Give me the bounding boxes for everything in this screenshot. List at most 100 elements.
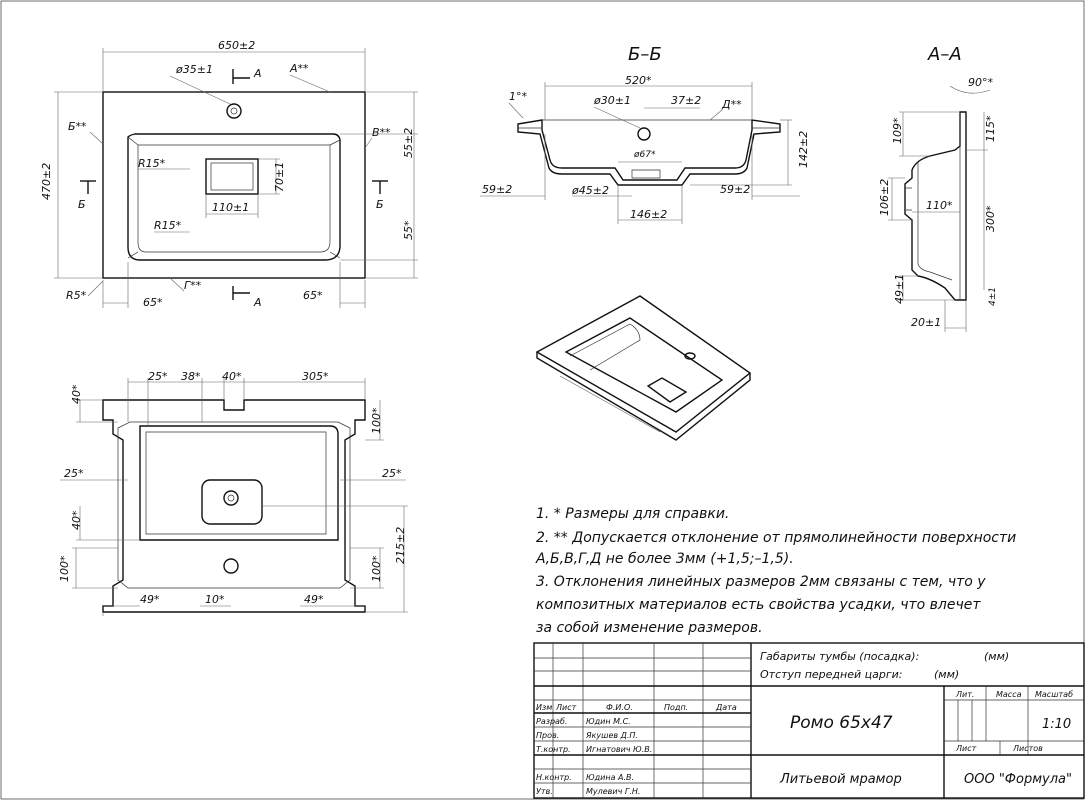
note-line-5: композитных материалов есть свойства уса… xyxy=(536,597,981,613)
bb-width: 520* xyxy=(625,74,652,87)
tb-otstup-unit: (мм) xyxy=(934,668,959,681)
tb-gabarity-unit: (мм) xyxy=(984,650,1009,663)
tb-h-list: Лист xyxy=(555,703,577,712)
section-bb-title: Б–Б xyxy=(628,44,662,65)
section-b-right: Б xyxy=(376,198,384,211)
dim-width: 650±2 xyxy=(218,39,255,52)
bb-angle: 1°* xyxy=(509,90,527,103)
tb-prov-name: Якушев Д.П. xyxy=(585,731,638,740)
bv-d49-right: 49* xyxy=(304,593,324,606)
bv-d25: 25* xyxy=(148,370,168,383)
tb-gabarity: Габариты тумбы (посадка): xyxy=(760,650,919,663)
section-aa-title: А–А xyxy=(927,44,962,65)
bv-d10: 10* xyxy=(205,593,225,606)
section-b-left: Б xyxy=(78,198,86,211)
tb-prov: Пров. xyxy=(536,731,559,740)
r5-label: R5* xyxy=(66,289,87,302)
title-block: Габариты тумбы (посадка): (мм) Отступ пе… xyxy=(533,642,1085,799)
surface-v-label: В** xyxy=(372,126,391,139)
tb-tkontr-name: Игнатович Ю.В. xyxy=(586,745,652,754)
bv-d25-left: 25* xyxy=(64,467,84,480)
aa-angle: 90°* xyxy=(968,76,993,89)
bv-d40-left: 40* xyxy=(70,384,83,404)
tb-razrab: Разраб. xyxy=(536,717,567,726)
dim-left-offset: 65* xyxy=(143,296,163,309)
tb-h-izm: Изм xyxy=(536,703,552,712)
tb-utv-name: Мулевич Г.Н. xyxy=(586,787,640,796)
tb-razrab-name: Юдин М.С. xyxy=(586,717,631,726)
bottom-drain xyxy=(201,479,263,525)
note-line-1: 1. * Размеры для справки. xyxy=(536,506,729,522)
r15-top-label: R15* xyxy=(138,157,166,170)
bv-d40-left2: 40* xyxy=(70,510,83,530)
tb-product: Ромо 65х47 xyxy=(790,713,893,733)
dim-drain-height: 70±1 xyxy=(273,162,286,192)
tb-lit: Лит. xyxy=(955,690,974,699)
top-view-outline xyxy=(102,91,366,279)
section-aa-profile xyxy=(904,111,967,301)
section-aa: А–А 90°* 109* 115* 106±2 110* 300* 49±1 … xyxy=(878,44,998,332)
bb-d67: ø67* xyxy=(633,150,656,160)
tb-h-fio: Ф.И.О. xyxy=(606,703,633,712)
aa-h115: 115* xyxy=(984,115,997,142)
dim-right-offset: 65* xyxy=(303,289,323,302)
note-line-2: 2. ** Допускается отклонение от прямолин… xyxy=(536,530,1016,546)
iso-top-surface xyxy=(535,295,752,433)
dim-height: 470±2 xyxy=(40,163,53,200)
tb-otstup: Отступ передней царги: xyxy=(760,668,902,681)
bb-depth: 142±2 xyxy=(797,131,810,168)
tb-nkontr: Н.контр. xyxy=(536,773,572,782)
bv-d100-right: 100* xyxy=(370,555,383,582)
bottom-view: 25* 38* 40* 305* 40* 100* 25* 25* 40* 10… xyxy=(58,370,408,616)
faucet-hole xyxy=(226,103,242,119)
bv-d25-right: 25* xyxy=(382,467,402,480)
surface-b-label: Б** xyxy=(68,120,87,133)
note-line-3: А,Б,В,Г,Д не более 3мм (+1,5;–1,5). xyxy=(535,551,794,567)
r15-bottom-label: R15* xyxy=(154,219,182,232)
tb-list: Лист xyxy=(955,744,977,753)
drain-outer xyxy=(205,158,259,195)
top-view-bowl-outer xyxy=(127,133,341,261)
section-bb-hole xyxy=(637,127,651,141)
top-view-bowl-inner xyxy=(137,144,331,253)
bb-hole: ø30±1 xyxy=(593,94,631,107)
tb-scale: 1:10 xyxy=(1042,717,1071,732)
isometric-view xyxy=(535,295,752,441)
section-bb-profile xyxy=(517,119,781,186)
bv-d100-right-top: 100* xyxy=(370,407,383,434)
section-a-bottom: А xyxy=(253,296,262,309)
dim-hole: ø35±1 xyxy=(175,63,213,76)
bv-d38: 38* xyxy=(181,370,201,383)
note-line-4: 3. Отклонения линейных размеров 2мм связ… xyxy=(536,574,986,590)
bv-d100-left: 100* xyxy=(58,555,71,582)
note-line-6: за собой изменение размеров. xyxy=(536,620,763,636)
surface-g-label: Г** xyxy=(184,279,202,292)
iso-drain xyxy=(646,377,688,403)
bv-d49-left: 49* xyxy=(140,593,160,606)
tb-company: ООО "Формула" xyxy=(964,772,1072,787)
aa-h300: 300* xyxy=(984,205,997,232)
tb-masshtab: Масштаб xyxy=(1035,690,1073,699)
aa-e: 4±1 xyxy=(988,287,998,306)
bb-surface-d: Д** xyxy=(721,98,742,111)
tb-tkontr: Т.контр. xyxy=(536,745,571,754)
bv-d40: 40* xyxy=(222,370,242,383)
bb-drain: 146±2 xyxy=(630,208,667,221)
aa-h109: 109* xyxy=(891,117,904,144)
bb-left: 59±2 xyxy=(482,183,512,196)
tb-utv: Утв. xyxy=(536,787,553,796)
dim-drain-width: 110±1 xyxy=(212,201,249,214)
tb-h-data: Дата xyxy=(715,703,737,712)
bb-d45: ø45±2 xyxy=(571,184,609,197)
section-a-top: А xyxy=(253,67,262,80)
surface-a-label: А** xyxy=(289,62,309,75)
drain-inner xyxy=(210,162,254,191)
iso-faucet-hole xyxy=(684,352,696,360)
bv-d305: 305* xyxy=(302,370,329,383)
dim-right-top: 55±2 xyxy=(402,128,415,158)
section-bb: Б–Б 520* 1°* ø30±1 37±2 Д** 142±2 ø67* ø… xyxy=(480,44,810,224)
tb-listov: Листов xyxy=(1012,744,1043,753)
top-view: 650±2 470±2 ø35±1 А А А** Б Б Б** В** R1… xyxy=(40,39,418,309)
